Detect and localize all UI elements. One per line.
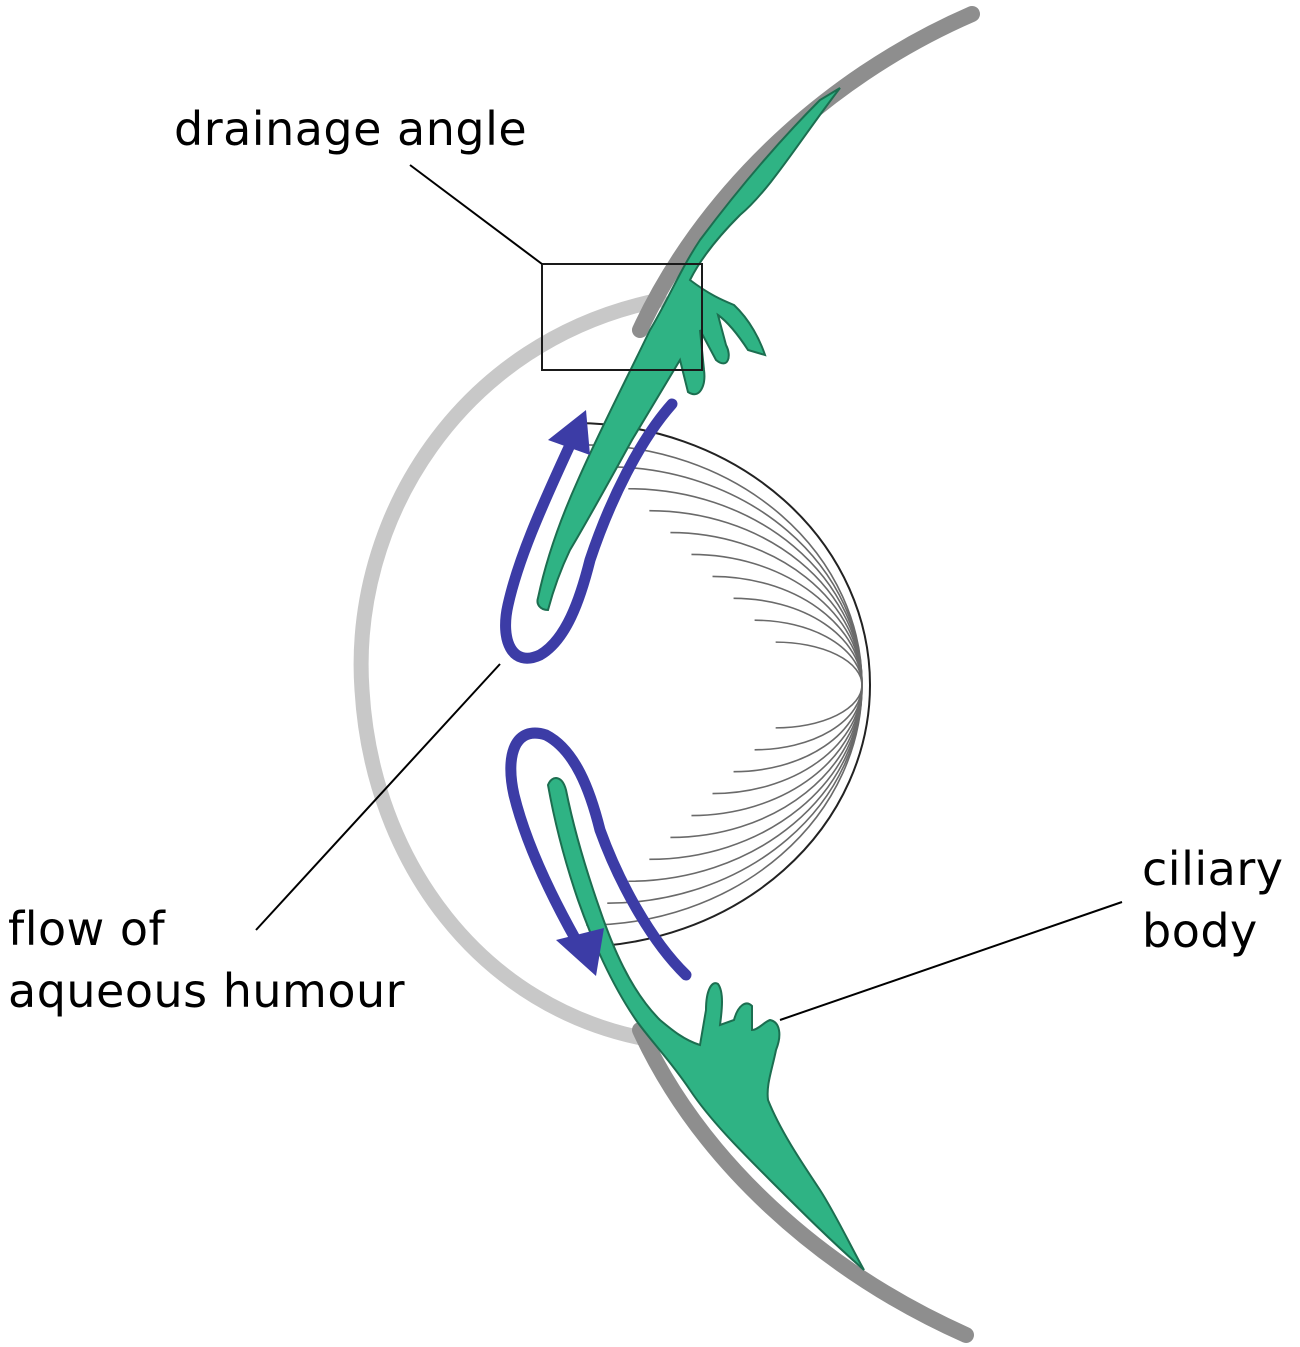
lens-ring bbox=[586, 444, 863, 926]
flow-arrow-lower-head bbox=[556, 928, 604, 976]
flow-arrow-lower bbox=[505, 727, 692, 981]
ciliary-body-label: ciliary body bbox=[1142, 838, 1283, 962]
lens-outline bbox=[574, 422, 871, 948]
aqueous-flow-label: flow of aqueous humour bbox=[8, 898, 405, 1022]
lens-ring bbox=[712, 575, 863, 795]
lens-ring bbox=[691, 553, 863, 817]
iris-ciliary-upper bbox=[536, 87, 841, 612]
flow-arrow-upper-head bbox=[548, 410, 590, 455]
lens-ring bbox=[649, 509, 863, 861]
sclera bbox=[632, 6, 980, 338]
cornea bbox=[353, 292, 668, 1048]
iris-ciliary-lower bbox=[546, 777, 865, 1271]
flow-arrow-upper bbox=[500, 398, 678, 664]
flow-leader bbox=[255, 663, 501, 931]
lens bbox=[574, 422, 871, 948]
lens-ring bbox=[775, 641, 863, 729]
drainage-angle-label: drainage angle bbox=[174, 98, 527, 160]
drainage-angle-leader bbox=[409, 164, 543, 265]
lens-ring bbox=[607, 466, 863, 904]
drainage-angle-text: drainage angle bbox=[174, 102, 528, 156]
aqueous-flow-text-line1: flow of bbox=[8, 902, 166, 956]
ciliary-body-text-line1: ciliary bbox=[1142, 842, 1284, 896]
lens-ring bbox=[754, 619, 863, 751]
aqueous-flow-text-line2: aqueous humour bbox=[8, 964, 406, 1018]
drainage-angle-box bbox=[541, 263, 703, 371]
ciliary-body-leader bbox=[779, 901, 1123, 1021]
sclera-lower bbox=[632, 1022, 974, 1343]
ciliary-body-text-line2: body bbox=[1142, 904, 1258, 958]
